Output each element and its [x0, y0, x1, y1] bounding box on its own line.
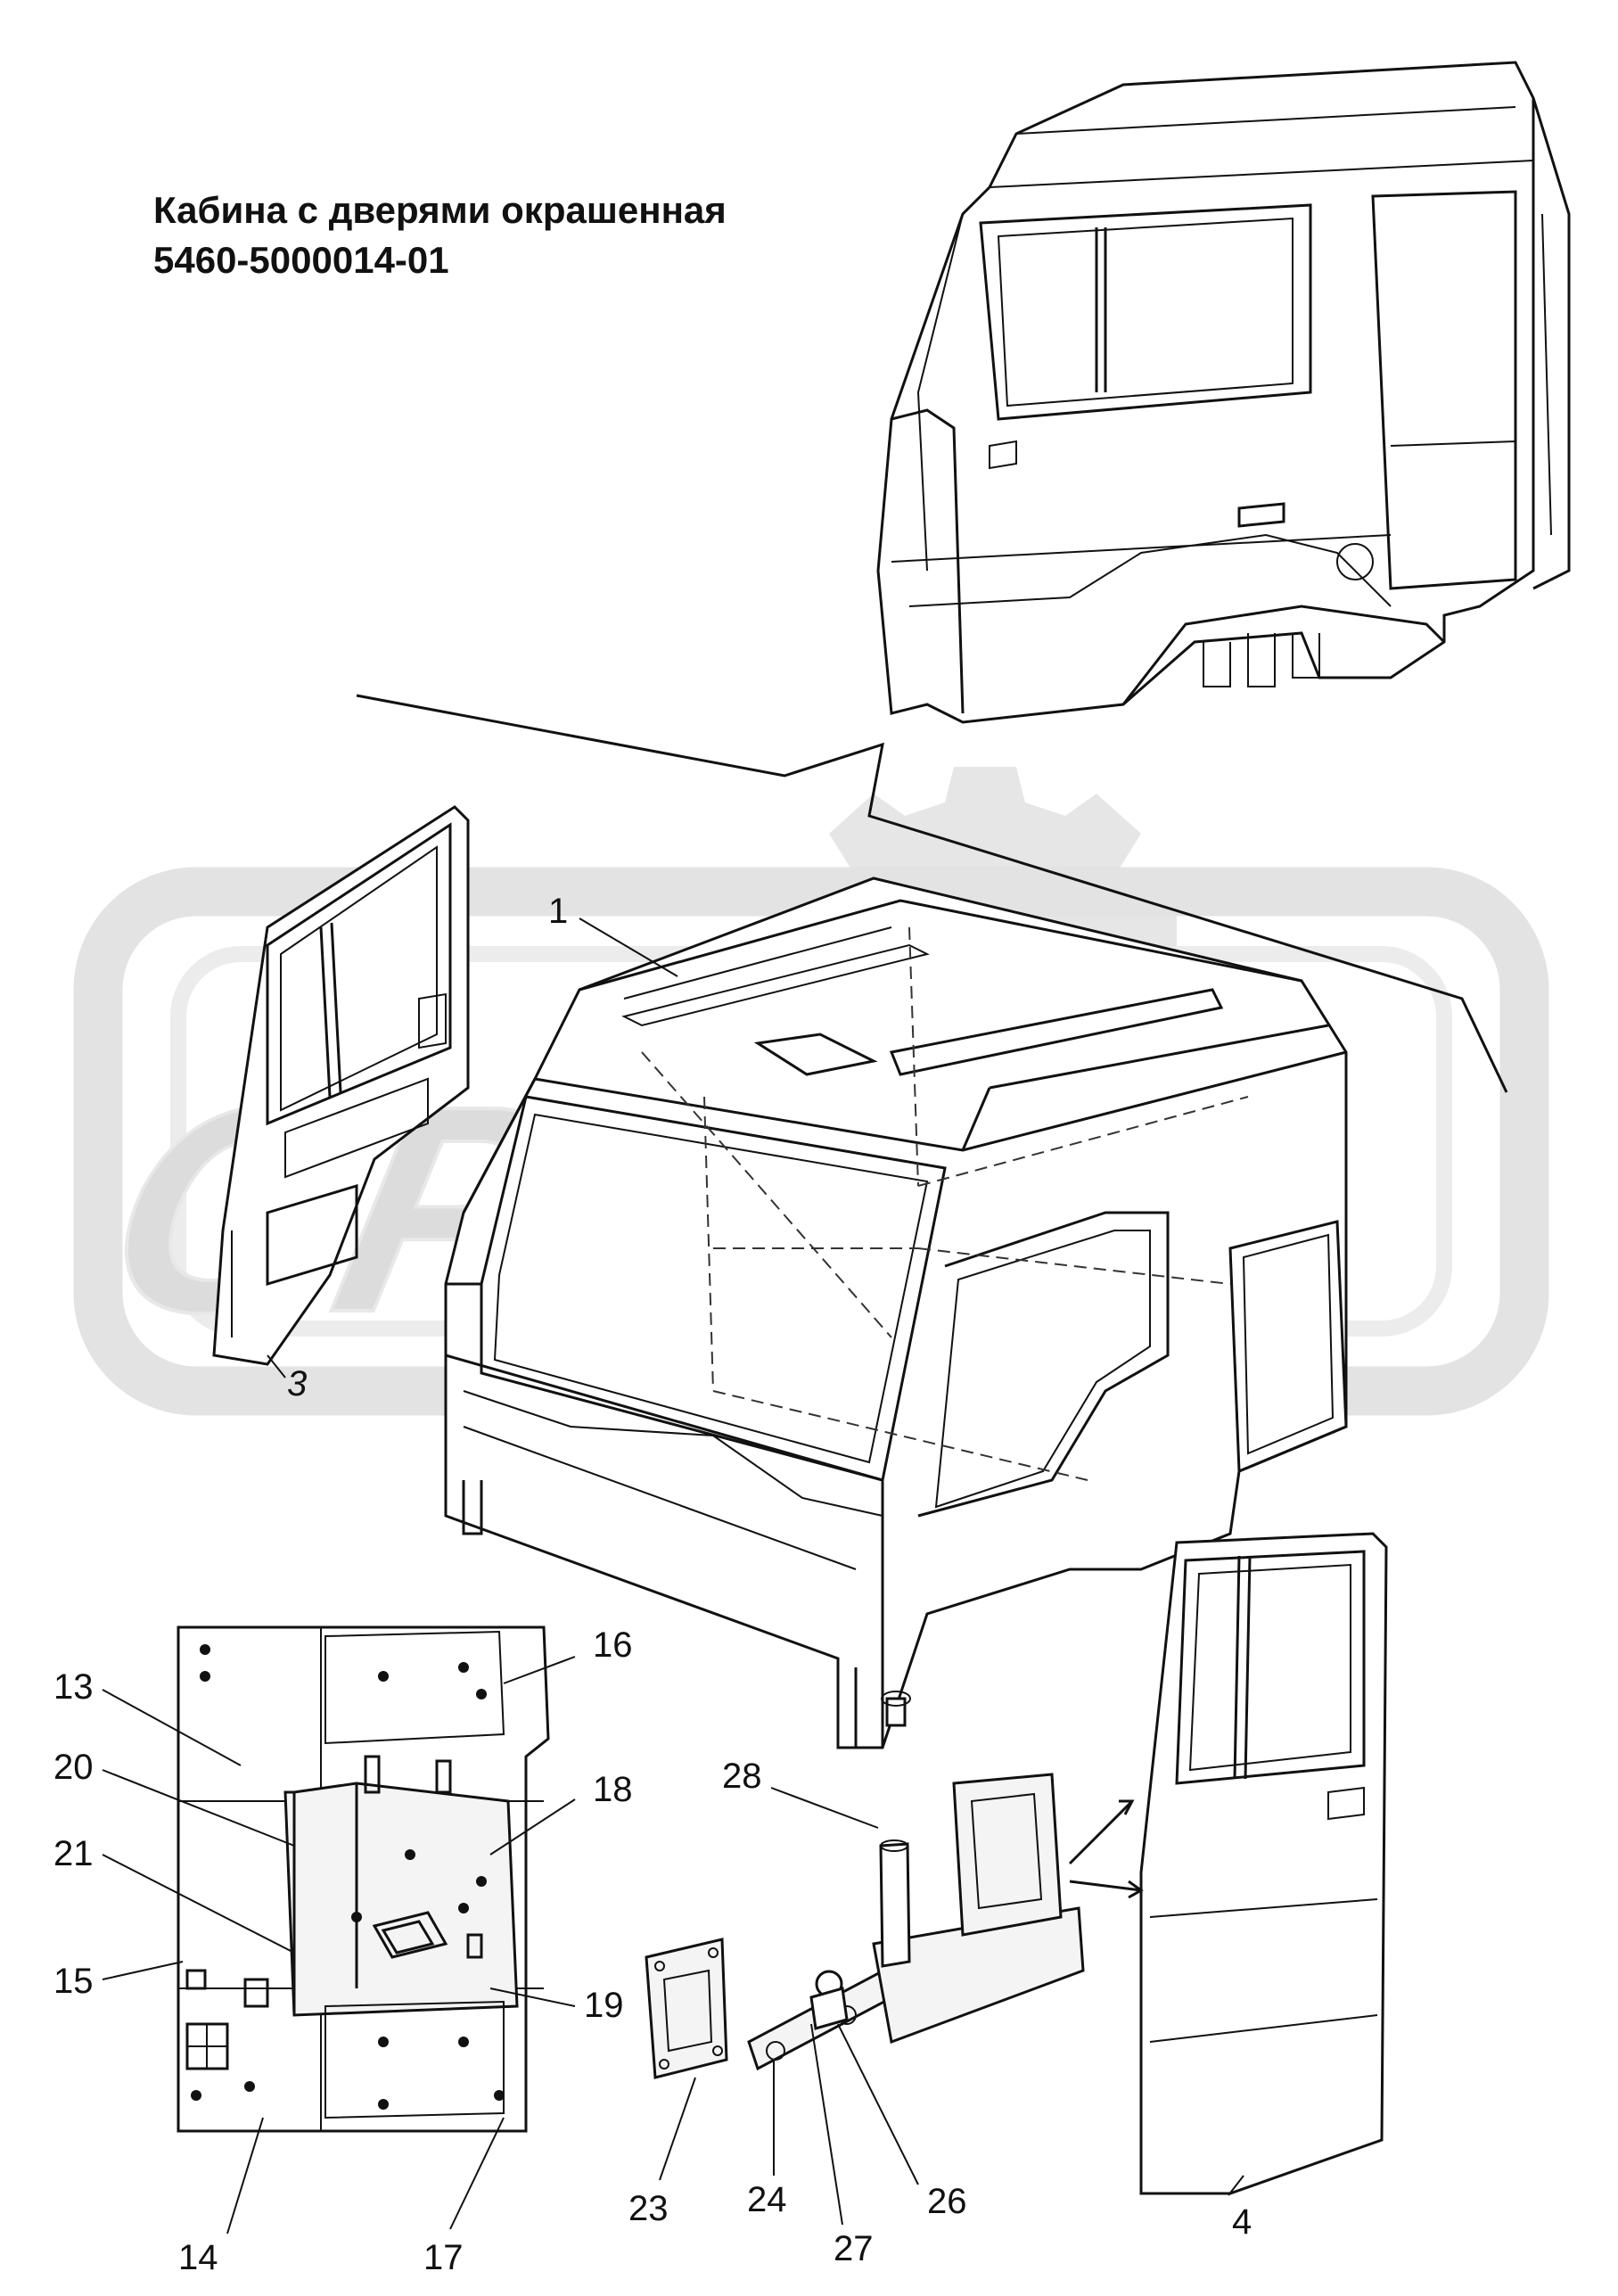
leader-4 — [1228, 2175, 1244, 2196]
leader-3 — [267, 1354, 286, 1378]
callout-3: 3 — [287, 1364, 307, 1403]
leader-1 — [579, 918, 678, 977]
callout-24: 24 — [747, 2180, 787, 2219]
callout-20: 20 — [53, 1748, 94, 1787]
leader-21 — [102, 1854, 295, 1954]
callout-19: 19 — [584, 1986, 624, 2025]
leader-23 — [659, 2077, 696, 2181]
diagram-title-line1: Кабина с дверями окрашенная — [153, 189, 727, 231]
callout-17: 17 — [423, 2238, 464, 2277]
leader-17 — [449, 2117, 505, 2230]
diagram-title-line2: 5460-5000014-01 — [153, 239, 449, 281]
callout-14: 14 — [178, 2238, 218, 2277]
assembly-leader-line — [356, 694, 1508, 1093]
callout-15: 15 — [53, 1962, 94, 2001]
callout-leaders — [102, 918, 1244, 2234]
callout-23: 23 — [628, 2189, 669, 2228]
callout-13: 13 — [53, 1667, 94, 1707]
leader-14 — [226, 2117, 264, 2234]
right-door-drawing — [1139, 1532, 1388, 2195]
callout-4: 4 — [1232, 2202, 1252, 2242]
callout-18: 18 — [593, 1770, 633, 1809]
callout-16: 16 — [593, 1625, 633, 1665]
leader-18 — [489, 1798, 576, 1856]
leader-27 — [810, 2023, 843, 2226]
callout-21: 21 — [53, 1834, 94, 1873]
callout-labels: 1 3 4 13 14 15 16 17 18 19 20 21 23 24 2… — [53, 892, 1252, 2277]
assembled-cab-drawing — [876, 61, 1571, 724]
leader-16 — [503, 1656, 576, 1684]
callout-27: 27 — [834, 2229, 874, 2268]
leader-28 — [770, 1787, 879, 1829]
cab-shell-drawing — [444, 876, 1348, 1749]
callout-28: 28 — [722, 1757, 762, 1796]
leader-19 — [489, 1987, 576, 2007]
leader-15 — [102, 1961, 184, 1980]
floor-panel-drawing — [177, 1625, 550, 2133]
hinge-assembly-drawing — [645, 1691, 1144, 2079]
leader-26 — [837, 2023, 919, 2185]
leader-20 — [102, 1769, 295, 1847]
callout-26: 26 — [927, 2182, 967, 2221]
leader-13 — [102, 1689, 242, 1766]
callout-1: 1 — [548, 892, 568, 931]
left-door-drawing — [212, 805, 470, 1366]
